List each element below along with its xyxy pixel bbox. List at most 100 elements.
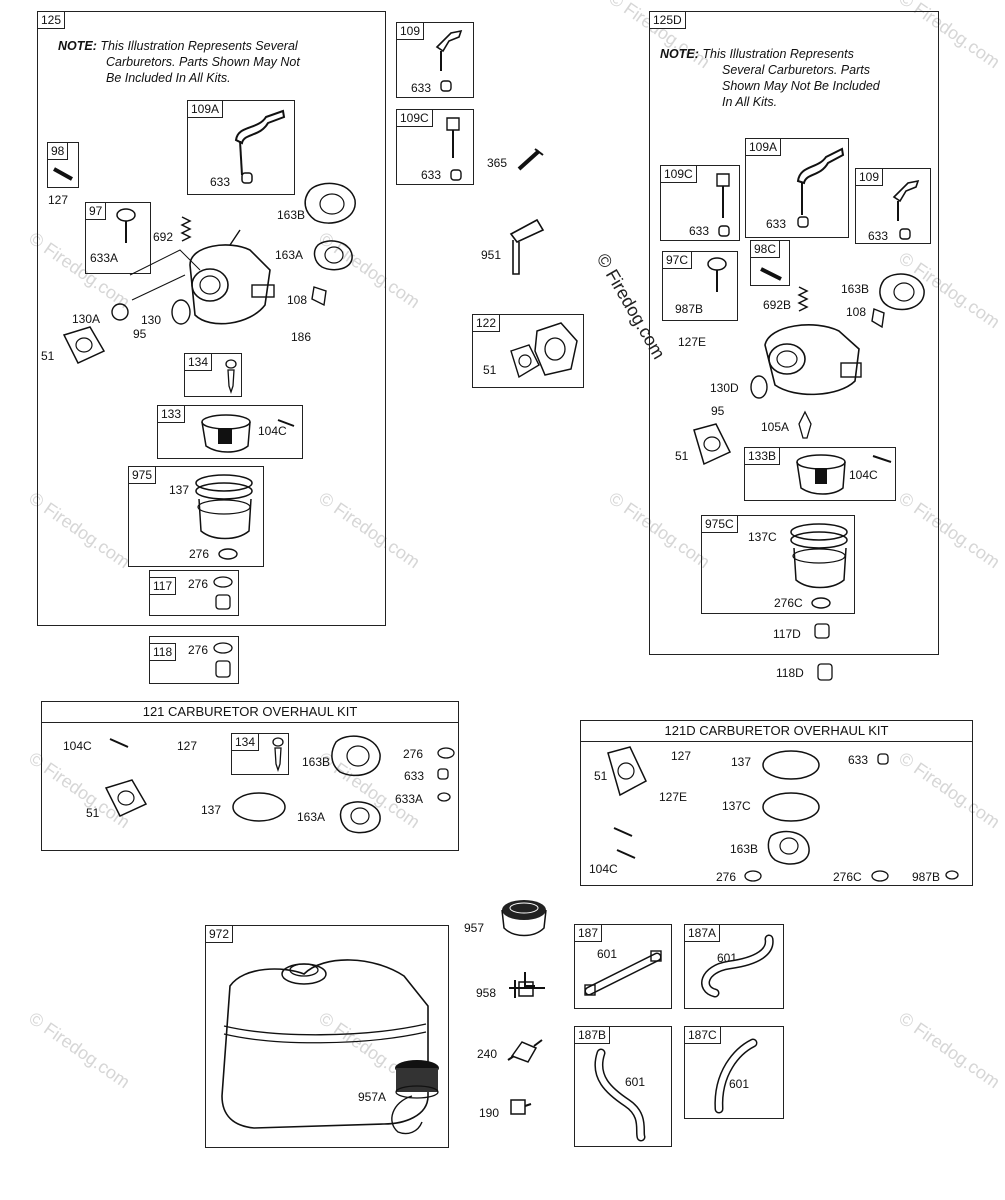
- label-137: 137: [201, 803, 222, 817]
- float-needle-icon: [116, 208, 136, 243]
- gasket-163A-icon: [339, 801, 381, 834]
- label-276C: 276C: [833, 870, 862, 884]
- label-692B: 692B: [763, 298, 792, 312]
- label-633: 633: [868, 229, 889, 243]
- label-276: 276: [189, 547, 210, 561]
- label-276: 276: [188, 643, 209, 657]
- label-163A: 163A: [297, 810, 326, 824]
- label-51: 51: [594, 769, 608, 783]
- needle-icon: [798, 410, 812, 439]
- label-276: 276: [716, 870, 737, 884]
- label-137: 137: [169, 483, 190, 497]
- tag-134: 134: [231, 733, 260, 751]
- tag-125: 125: [37, 11, 66, 29]
- fuel-cap-icon: [395, 1060, 439, 1099]
- label-104C: 104C: [589, 862, 618, 876]
- tag-117: 117: [149, 577, 177, 595]
- bushing-icon: [899, 228, 911, 240]
- label-108: 108: [846, 305, 867, 319]
- fuel-tank-972-box: 972 957A: [205, 925, 449, 1148]
- assembly-133-box: 133 104C: [157, 405, 303, 459]
- fuel-cap-957-icon: [501, 900, 547, 937]
- label-163B: 163B: [730, 842, 759, 856]
- choke-shaft-icon: [716, 173, 730, 218]
- label-163A: 163A: [275, 248, 304, 262]
- tag-187: 187: [574, 924, 603, 942]
- needle-valve-icon: [225, 359, 237, 395]
- tag-133B: 133B: [744, 447, 781, 465]
- bowl-nut-icon: [213, 642, 233, 678]
- assembly-r109-box: 109 633: [855, 168, 931, 244]
- plate-108-icon: [871, 308, 885, 329]
- tag-109A: 109A: [187, 100, 224, 118]
- assembly-125-box: 125 NOTE: This Illustration Represents S…: [37, 11, 386, 626]
- bowl-nut-icon: [213, 576, 233, 610]
- throttle-plate-icon: [171, 299, 191, 325]
- tag-972: 972: [205, 925, 234, 943]
- screw-icon: [760, 267, 782, 281]
- carburetor-body-icon: [764, 324, 862, 396]
- fuel-bowl-icon: [195, 474, 253, 540]
- label-51: 51: [86, 806, 100, 820]
- hose-187-box: 187 601: [574, 924, 672, 1009]
- assembly-975-box: 975 137 276: [128, 466, 264, 567]
- label-633: 633: [848, 753, 869, 767]
- gasket-163B-icon: [879, 273, 925, 311]
- label-127: 127: [671, 749, 692, 763]
- label-137: 137: [731, 755, 752, 769]
- label-163B: 163B: [841, 282, 870, 296]
- watermark: © Firedog.com: [895, 1007, 1004, 1093]
- fitting-190-icon: [510, 1099, 532, 1115]
- label-987B: 987B: [912, 870, 941, 884]
- bushing-icon: [440, 80, 452, 92]
- spring-icon: [797, 286, 809, 312]
- spring-icon: [180, 216, 192, 242]
- label-127E: 127E: [659, 790, 688, 804]
- float-icon: [201, 414, 251, 453]
- label-127E: 127E: [678, 335, 707, 349]
- label-276: 276: [403, 747, 424, 761]
- fuel-filter-icon: [507, 1039, 543, 1063]
- tag-109: 109: [396, 22, 425, 40]
- assembly-109C-box: 109C 633: [396, 109, 474, 185]
- tag-97: 97: [85, 202, 107, 220]
- note-left: NOTE: This Illustration Represents Sever…: [58, 39, 300, 85]
- shutoff-valve-icon: [509, 972, 545, 998]
- carburetor-body-icon: [189, 229, 275, 325]
- label-276: 276: [188, 577, 209, 591]
- gasket-51-icon: [607, 746, 647, 797]
- label-633: 633: [210, 175, 231, 189]
- label-51: 51: [675, 449, 689, 463]
- pin-icon: [109, 738, 129, 748]
- gasket-163B-icon: [767, 830, 810, 865]
- hose-187A-box: 187A 601: [684, 924, 784, 1009]
- washer-icon: [945, 870, 959, 880]
- label-104C: 104C: [849, 468, 878, 482]
- spacer-icon: [534, 322, 578, 376]
- tag-109C: 109C: [396, 109, 433, 127]
- kit-121D-box: 121D CARBURETOR OVERHAUL KIT: [580, 720, 973, 886]
- washer-icon: [871, 870, 889, 882]
- label-601: 601: [729, 1077, 750, 1091]
- label-104C: 104C: [258, 424, 287, 438]
- kit-121-title: 121 CARBURETOR OVERHAUL KIT: [42, 702, 458, 723]
- label-633: 633: [411, 81, 432, 95]
- fuel-hose-icon: [701, 934, 774, 998]
- label-633A: 633A: [395, 792, 424, 806]
- assembly-109-box: 109 633: [396, 22, 474, 98]
- tag-122: 122: [472, 314, 501, 332]
- label-117D: 117D: [773, 627, 801, 641]
- washer-icon: [218, 548, 238, 560]
- o-ring-icon: [762, 750, 820, 780]
- tag-975: 975: [128, 466, 157, 484]
- label-51: 51: [483, 363, 497, 377]
- watermark: © Firedog.com: [25, 1007, 134, 1093]
- o-ring-icon: [762, 792, 820, 822]
- bushing-icon: [450, 169, 462, 181]
- label-633A: 633A: [90, 251, 119, 265]
- bushing-icon: [437, 768, 449, 780]
- choke-shaft-icon: [446, 117, 460, 158]
- screw-icon: [53, 167, 73, 181]
- label-163B: 163B: [302, 755, 331, 769]
- label-130A: 130A: [72, 312, 101, 326]
